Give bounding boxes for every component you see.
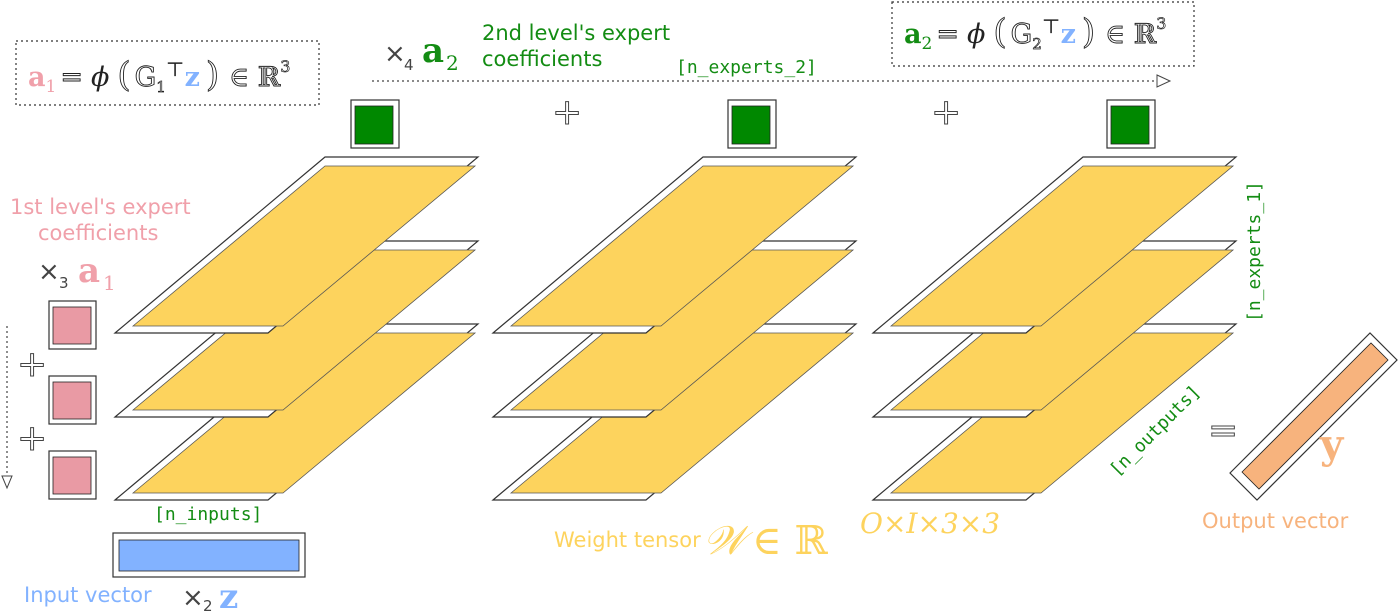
svg-text:×: × — [182, 583, 204, 611]
n-experts-2-label: [n_experts_2] — [676, 57, 817, 78]
svg-text:×: × — [38, 257, 60, 287]
svg-text:2: 2 — [446, 51, 459, 75]
output-y-symbol: y — [1319, 421, 1345, 468]
svg-text:×: × — [384, 39, 406, 69]
experts-2-arrow — [372, 74, 1172, 88]
plus-top-1: + — [552, 92, 582, 133]
svg-text:1: 1 — [103, 271, 116, 295]
svg-text:a: a — [78, 251, 100, 291]
green-coefficient-squares — [350, 99, 1156, 149]
experts-1-arrow — [1, 326, 13, 490]
plus-left-2: + — [17, 418, 47, 459]
svg-text:a1=ϕ(G1⊤z)∈ ℝ3: a1=ϕ(G1⊤z)∈ ℝ3 — [28, 55, 290, 97]
input-vector-label: Input vector — [24, 583, 152, 607]
formula-a1-lhs: a — [28, 62, 46, 93]
first-level-label-line2: coefficients — [38, 221, 158, 245]
second-level-label-line2: coefficients — [482, 47, 602, 71]
pink-square-1 — [48, 300, 97, 350]
weight-slice-s1-l1 — [113, 156, 480, 334]
n-experts-1-label: [n_experts_1] — [1244, 181, 1265, 322]
svg-text:a: a — [422, 31, 444, 71]
times2-z-label: × 2 z — [182, 577, 238, 611]
second-level-label-line1: 2nd level's expert — [482, 21, 670, 45]
times3-a1-label: × 3 a 1 — [38, 251, 116, 295]
times4-a2-label: × 4 a 2 — [384, 31, 459, 75]
weight-slice-s3-l1 — [871, 156, 1238, 334]
output-vector-label: Output vector — [1202, 509, 1349, 533]
svg-text:4: 4 — [404, 56, 414, 74]
green-square-3 — [1106, 99, 1156, 149]
svg-text:𝒲: 𝒲 — [703, 518, 754, 564]
svg-text:3: 3 — [59, 274, 69, 292]
formula-a2-box: a2=ϕ(G2⊤z)∈ ℝ3 — [891, 1, 1195, 67]
formula-a1-box: a1=ϕ(G1⊤z)∈ ℝ3 — [15, 40, 320, 106]
green-square-2 — [727, 99, 777, 149]
svg-text:∈ ℝ: ∈ ℝ — [752, 518, 828, 564]
first-level-label-line1: 1st level's expert — [10, 195, 191, 219]
svg-text:a2=ϕ(G2⊤z)∈ ℝ3: a2=ϕ(G2⊤z)∈ ℝ3 — [904, 12, 1166, 54]
input-vector-bar — [112, 532, 306, 578]
plus-left-1: + — [17, 344, 47, 385]
weight-slice-s2-l1 — [491, 156, 858, 334]
output-vector-bar — [1229, 332, 1398, 501]
pink-square-2 — [48, 375, 97, 425]
plus-top-2: + — [931, 92, 961, 133]
weight-tensor-stacks — [113, 156, 1238, 501]
equals-sign: = — [1208, 410, 1238, 451]
green-square-1 — [350, 99, 400, 149]
weight-tensor-label: Weight tensor 𝒲 ∈ ℝ O×I×3×3 — [554, 507, 1000, 564]
svg-text:z: z — [219, 577, 238, 611]
pink-coefficient-squares — [48, 300, 97, 500]
pink-square-3 — [48, 450, 97, 500]
svg-text:O×I×3×3: O×I×3×3 — [860, 507, 1000, 540]
svg-text:2: 2 — [203, 597, 213, 611]
svg-text:Weight tensor: Weight tensor — [554, 528, 701, 552]
n-inputs-label: [n_inputs] — [154, 504, 262, 525]
